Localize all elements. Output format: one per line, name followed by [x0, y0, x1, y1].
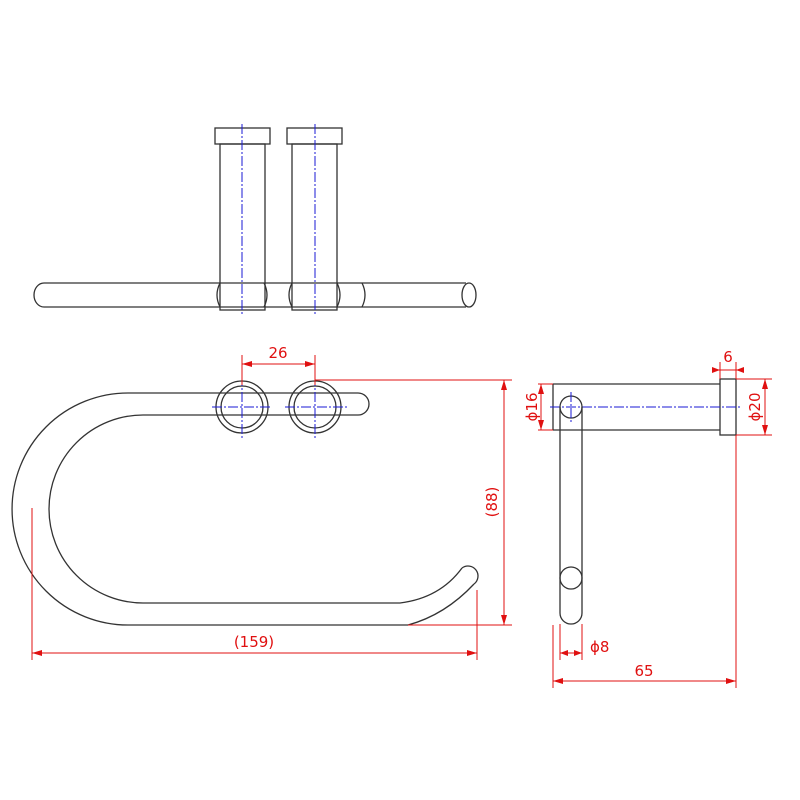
dim-bar-diameter-label: ϕ16	[523, 393, 541, 422]
dim-spacing: 26	[241, 344, 316, 385]
front-view: 26 (88) (159)	[11, 344, 512, 660]
dim-plate-thickness: 6	[712, 348, 744, 379]
side-view: 6 ϕ20 ϕ16 ϕ8	[523, 348, 772, 688]
dim-height-label: (88)	[483, 487, 501, 518]
dim-plate-diameter: ϕ20	[736, 378, 772, 436]
dim-plate-diameter-label: ϕ20	[746, 393, 764, 422]
dim-bar-diameter: ϕ16	[523, 383, 553, 431]
dim-plate-thickness-label: 6	[723, 348, 733, 366]
dim-spacing-label: 26	[268, 344, 287, 362]
dim-depth-label: 65	[634, 662, 653, 680]
ring-inner-contour	[11, 392, 475, 626]
dim-length-label: (159)	[234, 633, 274, 651]
dim-height: (88)	[315, 379, 512, 626]
dim-length: (159)	[31, 508, 478, 660]
right-rosette	[285, 376, 348, 438]
dim-ring-diameter-label: ϕ8	[590, 638, 609, 656]
ring-outer-contour	[48, 392, 463, 604]
dim-depth: 65	[552, 435, 737, 688]
dim-ring-diameter: ϕ8	[559, 624, 609, 660]
right-post	[286, 124, 343, 314]
left-rosette	[212, 376, 272, 438]
top-view	[33, 124, 477, 314]
left-post	[214, 124, 271, 314]
